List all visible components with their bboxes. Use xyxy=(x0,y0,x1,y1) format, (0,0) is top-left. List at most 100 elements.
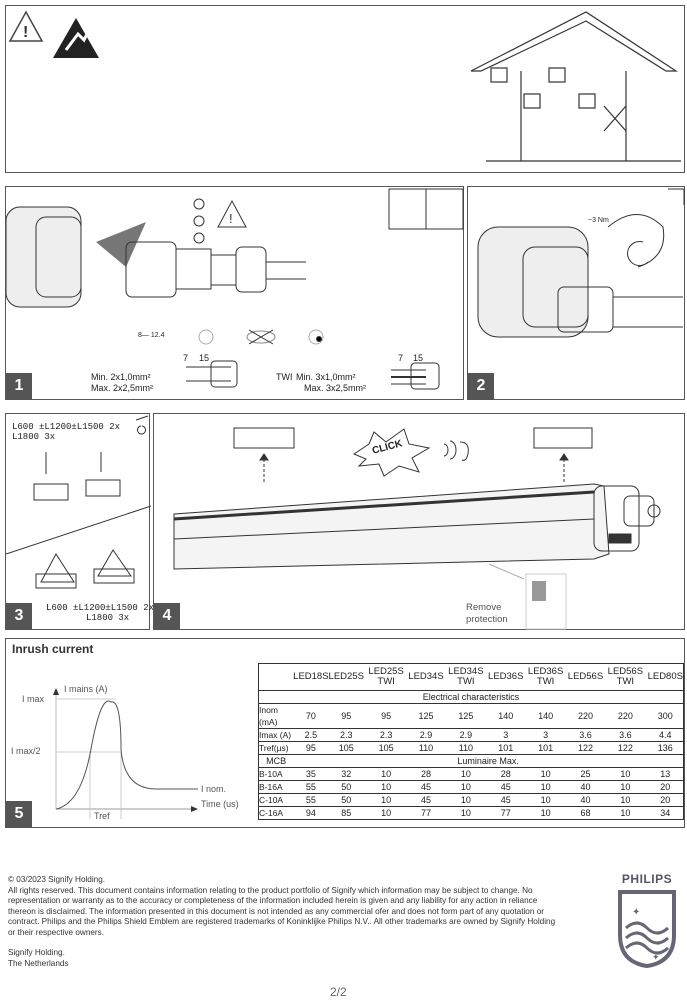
panel-2-tighten: ~3 Nm 2 xyxy=(467,186,685,400)
section-row: Electrical characteristics xyxy=(258,690,684,704)
table-cell: 10 xyxy=(603,780,648,794)
row-label: Tref(µs) xyxy=(258,741,294,755)
table-cell: 10 xyxy=(523,767,568,781)
step-badge-3: 3 xyxy=(6,603,32,629)
table-cell: 40 xyxy=(567,780,604,794)
column-header: LED18S xyxy=(293,671,329,682)
philips-shield-icon: ✦✦ xyxy=(618,890,676,969)
table-cell: 10 xyxy=(363,780,409,794)
table-cell: 70 xyxy=(293,703,329,729)
table-cell: 300 xyxy=(647,703,684,729)
mcb-label: MCB xyxy=(258,754,294,768)
philips-logo: PHILIPS ✦✦ xyxy=(612,872,682,969)
safety-panel: ! xyxy=(5,5,685,173)
column-header: LED34S xyxy=(408,671,444,682)
table-cell: 105 xyxy=(328,741,364,755)
esd-icon xyxy=(53,18,99,58)
table-cell: 10 xyxy=(523,793,568,807)
table-cell: 10 xyxy=(363,767,409,781)
safety-illustrations: ! xyxy=(8,10,681,162)
table-cell: 2.3 xyxy=(363,728,409,742)
table-cell: 3 xyxy=(488,728,524,742)
table-cell: 125 xyxy=(408,703,444,729)
legal-text: All rights reserved. This document conta… xyxy=(8,885,556,937)
section-electrical: Electrical characteristics xyxy=(258,690,684,704)
panel-3-clips: L600 ±L1200±L1500 2x L1800 3x L600 ±L120… xyxy=(5,413,154,630)
graph-imax-half: I max/2 xyxy=(11,746,41,756)
clip-qty-bottom-2: L1800 3x xyxy=(86,613,130,623)
table-cell: 10 xyxy=(523,780,568,794)
table-cell: 3.6 xyxy=(567,728,604,742)
row-label: Imax (A) xyxy=(258,728,294,742)
table-cell: 4.4 xyxy=(647,728,684,742)
svg-text:✦: ✦ xyxy=(652,952,660,962)
svg-text:✦: ✦ xyxy=(632,907,640,918)
table-cell: 10 xyxy=(603,793,648,807)
panel-5-inrush: Inrush current I mains (A) I max I max/2… xyxy=(5,638,685,828)
page-number: 2/2 xyxy=(330,985,347,999)
step-badge-4: 4 xyxy=(154,603,180,629)
column-header: LED36S xyxy=(488,671,524,682)
two-wire-max: Max. 2x2,5mm² xyxy=(91,383,154,393)
table-cell: 55 xyxy=(293,793,329,807)
table-cell: 95 xyxy=(293,741,329,755)
inrush-curve-graph xyxy=(53,688,198,819)
copyright: © 03/2023 Signify Holding. xyxy=(8,875,106,884)
table-cell: 94 xyxy=(293,806,329,820)
table-cell: 122 xyxy=(567,741,604,755)
table-cell: 2.9 xyxy=(443,728,489,742)
graph-x-label: Time (us) xyxy=(201,799,239,809)
table-cell: 25 xyxy=(567,767,604,781)
svg-text:!: ! xyxy=(23,24,28,41)
table-cell: 110 xyxy=(443,741,489,755)
table-cell: 105 xyxy=(363,741,409,755)
company-country: The Netherlands xyxy=(8,958,69,968)
two-wire-min: Min. 2x1,0mm² xyxy=(91,372,151,382)
table-cell: 13 xyxy=(647,767,684,781)
table-cell: 3 xyxy=(523,728,568,742)
table-cell: 50 xyxy=(328,793,364,807)
table-cell: 45 xyxy=(488,780,524,794)
outdoor-shelter-icon xyxy=(470,11,681,162)
step-badge-2: 2 xyxy=(468,373,494,399)
wiring-illustration: ! xyxy=(6,188,464,390)
column-header: LED80S xyxy=(647,671,683,682)
strip-length-7b: 7 xyxy=(398,353,404,363)
clip-qty-top-1: L600 ±L1200±L1500 2x xyxy=(12,422,121,432)
graph-tref: Tref xyxy=(94,811,110,821)
table-cell: 101 xyxy=(523,741,568,755)
philips-wordmark: PHILIPS xyxy=(621,872,673,886)
column-header: LED34S TWI xyxy=(448,666,484,687)
table-cell: 101 xyxy=(488,741,524,755)
section-luminaire-max: Luminaire Max. xyxy=(293,754,684,768)
table-cell: 10 xyxy=(363,793,409,807)
table-cell: 95 xyxy=(328,703,364,729)
table-cell: 10 xyxy=(443,767,489,781)
table-cell: 28 xyxy=(408,767,444,781)
table-cell: 68 xyxy=(567,806,604,820)
table-cell: 2.9 xyxy=(408,728,444,742)
table-cell: 45 xyxy=(408,780,444,794)
table-cell: 2.3 xyxy=(328,728,364,742)
table-cell: 220 xyxy=(567,703,604,729)
strip-length-15: 15 xyxy=(199,353,210,363)
row-label: B-10A xyxy=(258,767,294,781)
table-cell: 77 xyxy=(408,806,444,820)
table-cell: 32 xyxy=(328,767,364,781)
graph-imax: I max xyxy=(22,694,45,704)
table-cell: 45 xyxy=(408,793,444,807)
table-cell: 10 xyxy=(443,793,489,807)
table-cell: 220 xyxy=(603,703,648,729)
column-header: LED25S TWI xyxy=(368,666,404,687)
table-cell: 122 xyxy=(603,741,648,755)
panel-1-wiring: ! 8— 12.4 Min. 2x1,0mm² Max. 2x2,5mm² 7 … xyxy=(5,186,464,400)
table-cell: 10 xyxy=(603,767,648,781)
remove-protection-label: Remove protection xyxy=(466,602,508,625)
